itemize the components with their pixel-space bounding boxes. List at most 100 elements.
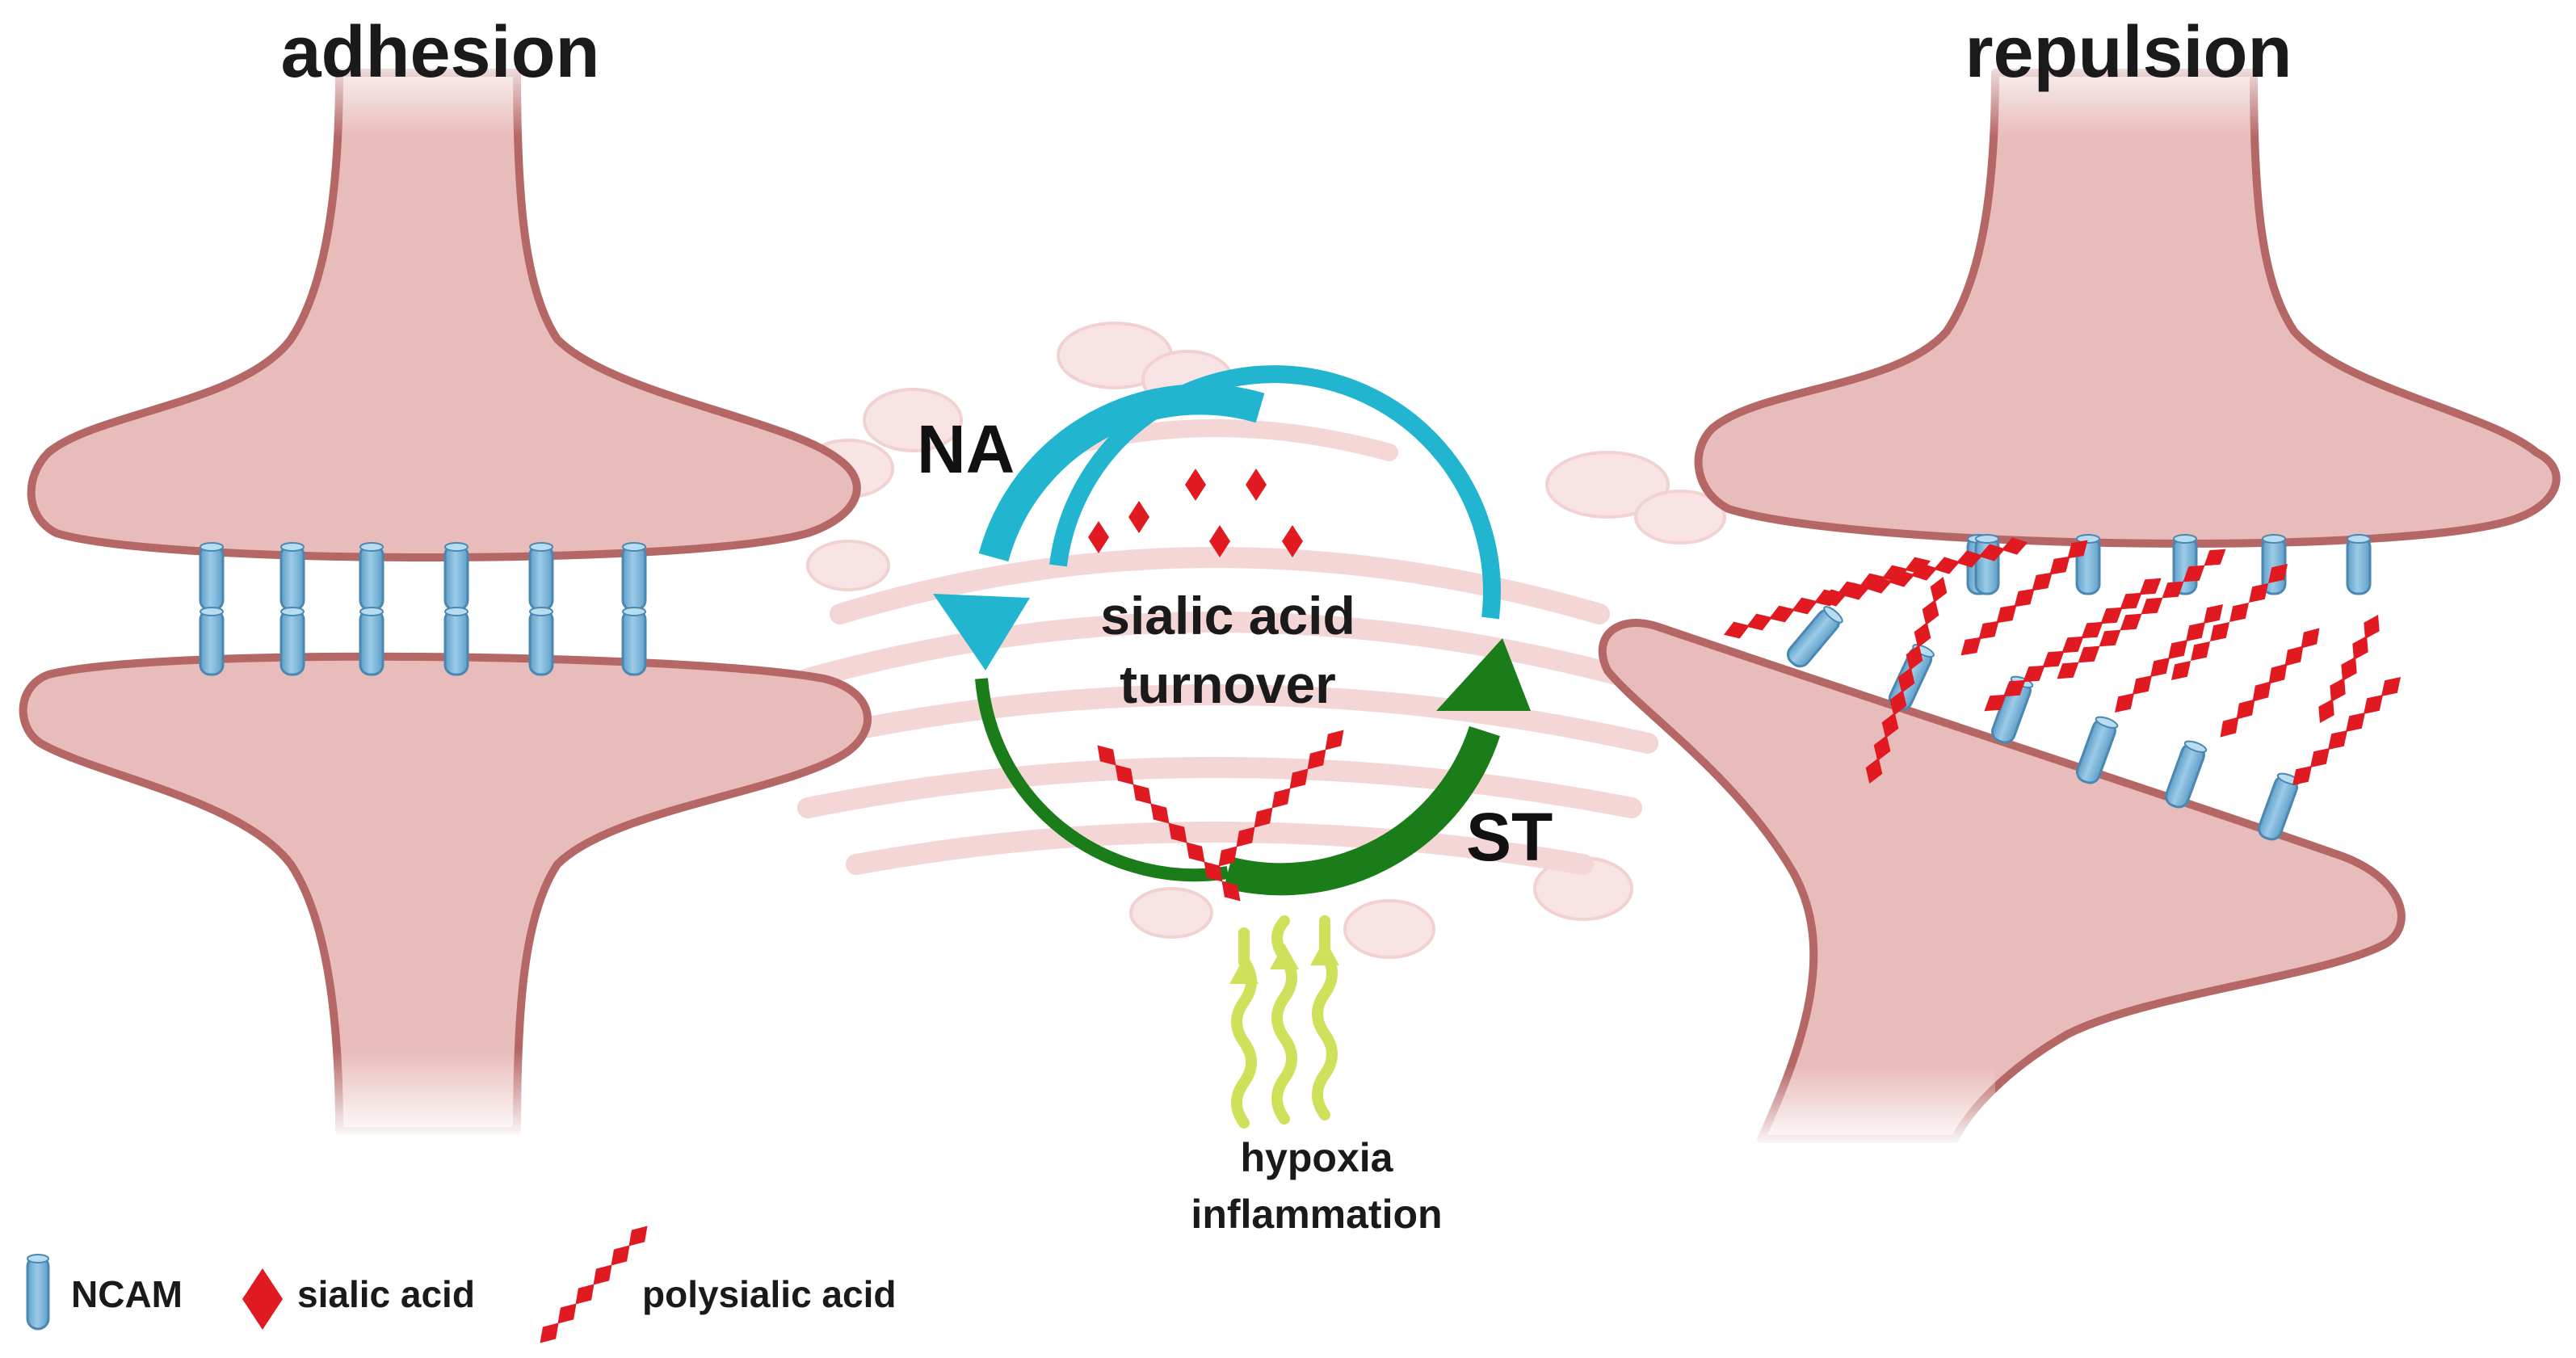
sialic-unit <box>2204 549 2226 566</box>
sialic-unit <box>2236 699 2255 720</box>
sialic-unit <box>1888 570 1915 587</box>
ncam-upper <box>359 542 385 612</box>
na-arrowhead <box>933 594 1030 671</box>
ncam-lower <box>1786 606 1843 668</box>
sialic-unit <box>2067 540 2088 559</box>
sialic-unit <box>1978 544 2006 561</box>
sialic-unit <box>1984 694 2007 712</box>
sialic-unit <box>628 1226 648 1247</box>
sialic-unit <box>2229 602 2250 623</box>
legend: NCAM sialic acid polysialic acid <box>26 1226 896 1343</box>
adhesion-title: adhesion <box>280 12 599 93</box>
sialic-unit <box>2363 694 2384 715</box>
sialic-unit <box>1820 589 1847 607</box>
sialic-unit <box>2014 588 2035 608</box>
sialic-unit <box>2268 663 2288 684</box>
psa-chain <box>2170 563 2288 681</box>
sialic-unit <box>1906 644 1923 671</box>
sialic-unit <box>2190 641 2211 662</box>
sialic-unit <box>1254 807 1273 828</box>
sialic-unit <box>2252 681 2271 702</box>
na-arrow <box>1049 365 1501 620</box>
ncam-upper <box>621 542 647 612</box>
ncam-upper <box>443 542 469 612</box>
sialic-unit <box>1889 689 1907 717</box>
sialic-acid <box>1246 469 1267 501</box>
sialic-unit <box>1723 621 1750 639</box>
sialic-unit <box>1933 557 1960 574</box>
sialic-unit <box>1881 565 1909 582</box>
psa-chain <box>2220 628 2320 738</box>
psa-chain <box>2114 603 2224 713</box>
center-polysialic-chains <box>1097 729 1344 902</box>
ncam-lower <box>359 607 385 676</box>
sialic-unit <box>540 1322 559 1343</box>
psa-chain <box>1960 540 2088 656</box>
legend-sialic-icon <box>242 1268 283 1330</box>
repulsion-presynaptic-cell <box>1694 48 2561 548</box>
ncam-upper <box>279 542 305 612</box>
sialic-unit <box>2049 556 2070 575</box>
stimulus-arrows <box>1229 915 1339 1129</box>
ncam-lower <box>2165 740 2208 809</box>
sialic-acid <box>1209 525 1230 557</box>
sialic-unit <box>1956 550 1983 568</box>
ncam-dimer <box>199 542 225 676</box>
legend-ncam-icon <box>26 1254 50 1331</box>
sialic-unit <box>1133 784 1152 805</box>
ncam-lower <box>2076 716 2119 784</box>
sialic-unit <box>1236 826 1255 847</box>
sialic-unit <box>2309 747 2330 768</box>
psa-chain <box>1097 745 1241 902</box>
sialic-unit <box>2114 692 2135 713</box>
ncam-lower <box>279 607 305 676</box>
ncam-dimer <box>279 542 305 676</box>
sialic-unit <box>2032 572 2053 591</box>
sialic-unit <box>1150 803 1170 824</box>
golgi-background <box>781 322 1726 959</box>
sialic-unit <box>1843 582 1870 600</box>
ncam-lower <box>443 607 469 676</box>
sialic-unit <box>2001 537 2028 555</box>
psa-chain <box>2292 676 2402 786</box>
sialic-unit <box>2023 665 2045 683</box>
ncam-dimer <box>621 542 647 676</box>
sialic-unit <box>2061 636 2084 654</box>
sialic-unit <box>2183 565 2205 582</box>
sialic-unit <box>2209 621 2230 642</box>
sialic-unit <box>2042 650 2065 668</box>
st-arrowhead <box>1436 638 1531 711</box>
psa-chain <box>1723 557 1931 639</box>
st-arrow-bold <box>1224 725 1501 896</box>
free-sialic-acids <box>1088 469 1303 557</box>
sialic-unit <box>2081 621 2103 639</box>
legend-polysialic-label: polysialic acid <box>642 1273 896 1315</box>
psa-chain <box>1865 576 1948 784</box>
sialic-unit <box>1881 712 1899 739</box>
inflammation-label: inflammation <box>1191 1192 1442 1237</box>
sialic-unit <box>2203 603 2224 624</box>
legend-polysialic-icon <box>540 1226 648 1343</box>
sialic-unit <box>1168 822 1187 843</box>
sialic-unit <box>1996 604 2017 624</box>
sialic-unit <box>1186 842 1205 863</box>
sialic-unit <box>2099 629 2121 647</box>
psa-chain <box>2057 549 2226 679</box>
sialic-unit <box>611 1245 630 1266</box>
psa-chain <box>1218 729 1344 867</box>
sialic-unit <box>2292 765 2313 786</box>
sialic-unit <box>2330 678 2346 702</box>
sialic-unit <box>1922 599 1939 626</box>
repulsion-polysialic-chains <box>1723 537 2402 786</box>
sialic-unit <box>2100 607 2123 624</box>
sialic-unit <box>2078 645 2100 663</box>
sialic-unit <box>1914 621 1931 649</box>
psa-chain <box>1984 578 2162 712</box>
psa-chain <box>2318 615 2380 723</box>
legend-sialic-label: sialic acid <box>297 1273 475 1315</box>
sialic-unit <box>1271 788 1291 809</box>
ncam-upper <box>528 542 554 612</box>
sialic-unit <box>2352 636 2368 660</box>
ncam-lower <box>199 607 225 676</box>
sialic-unit <box>2364 615 2380 639</box>
